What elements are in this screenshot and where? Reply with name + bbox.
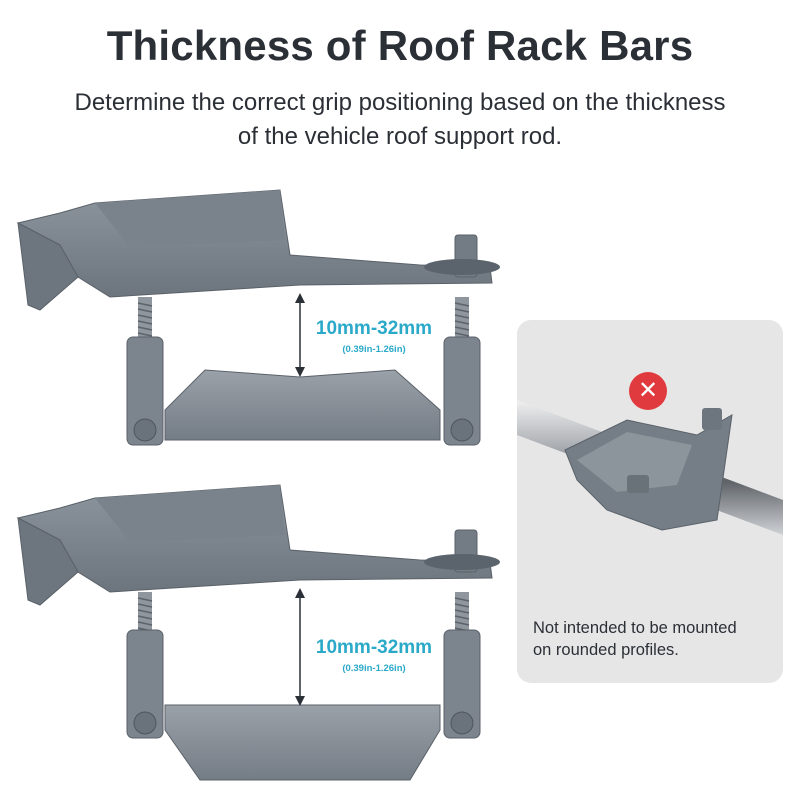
clamp-range-label-bottom: 10mm-32mm (0.39in-1.26in)	[304, 637, 444, 674]
clamp-illustration-bottom	[16, 484, 500, 781]
note-line-1: Not intended to be mounted	[533, 619, 737, 637]
range-in: (0.39in-1.26in)	[342, 663, 406, 674]
warning-card: ✕ Not intended to be mounted on rounded …	[517, 320, 783, 683]
page-subtitle: Determine the correct grip positioning b…	[0, 86, 800, 154]
range-mm: 10mm-32mm	[315, 318, 433, 339]
round-bar-illustration	[517, 400, 783, 535]
warning-note: Not intended to be mounted on rounded pr…	[533, 617, 783, 661]
subtitle-line-1: Determine the correct grip positioning b…	[74, 89, 726, 116]
clamp-illustration-top	[16, 189, 500, 446]
note-line-2: on rounded profiles.	[533, 641, 679, 659]
range-mm: 10mm-32mm	[315, 637, 433, 658]
subtitle-line-2: of the vehicle roof support rod.	[237, 123, 563, 150]
clamp-range-label-top: 10mm-32mm (0.39in-1.26in)	[304, 318, 444, 355]
cross-mark-icon: ✕	[629, 372, 667, 410]
range-in: (0.39in-1.26in)	[342, 344, 406, 355]
page-title: Thickness of Roof Rack Bars	[106, 22, 694, 69]
